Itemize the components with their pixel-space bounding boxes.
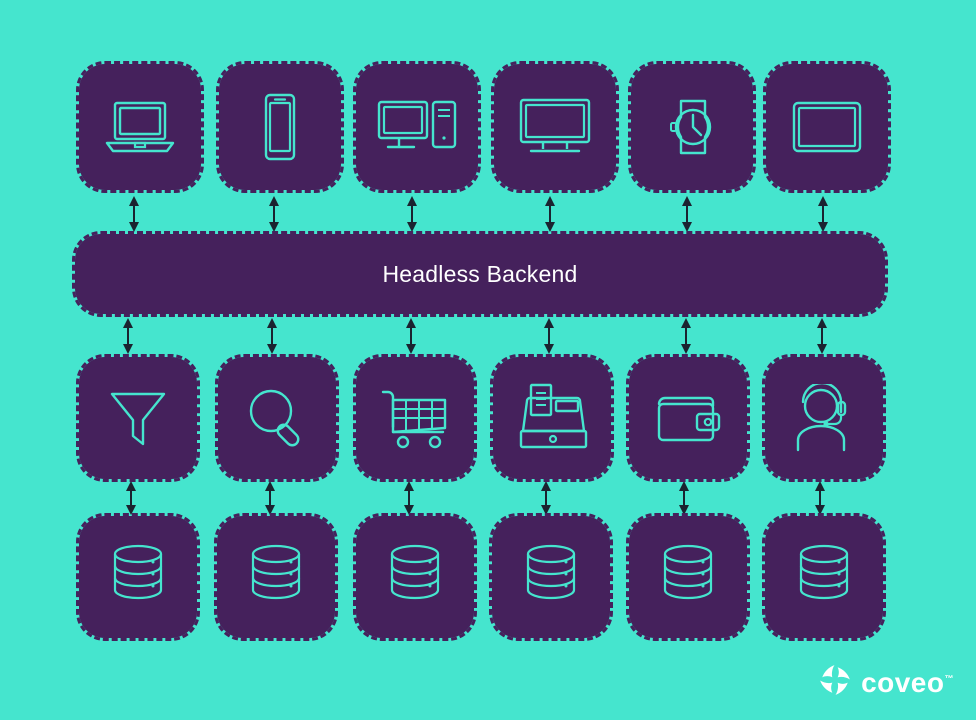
coveo-logo-mark (818, 663, 852, 702)
funnel-filter-icon (107, 386, 169, 450)
coveo-logo-text: coveo™ (861, 666, 954, 698)
arrow-backend-to-services (263, 318, 281, 354)
card-desktop-pc[interactable] (353, 61, 481, 193)
headless-backend-bar[interactable]: Headless Backend (72, 231, 888, 317)
card-database[interactable] (489, 513, 613, 641)
card-television[interactable] (491, 61, 619, 193)
arrow-services-to-data (811, 481, 829, 515)
coveo-logo: coveo™ (818, 663, 954, 702)
card-database[interactable] (214, 513, 338, 641)
arrow-backend-to-services (540, 318, 558, 354)
card-support-agent[interactable] (762, 354, 886, 482)
database-icon (109, 542, 167, 612)
card-tablet[interactable] (763, 61, 891, 193)
arrow-services-to-data (400, 481, 418, 515)
database-icon (659, 542, 717, 612)
card-smartphone[interactable] (216, 61, 344, 193)
arrow-services-to-data (261, 481, 279, 515)
magnifier-icon (244, 385, 310, 451)
arrow-backend-to-services (813, 318, 831, 354)
arrow-services-to-data (122, 481, 140, 515)
coveo-wordmark: coveo (861, 666, 945, 698)
card-database[interactable] (762, 513, 886, 641)
arrow-backend-to-services (119, 318, 137, 354)
card-funnel-filter[interactable] (76, 354, 200, 482)
arrow-channels-to-backend (265, 196, 283, 232)
arrow-channels-to-backend (125, 196, 143, 232)
database-icon (795, 542, 853, 612)
card-wallet[interactable] (626, 354, 750, 482)
desktop-pc-icon (375, 96, 459, 158)
tablet-icon (790, 99, 864, 155)
card-database[interactable] (626, 513, 750, 641)
laptop-icon (101, 95, 179, 159)
card-laptop[interactable] (76, 61, 204, 193)
arrow-channels-to-backend (678, 196, 696, 232)
card-smartwatch[interactable] (628, 61, 756, 193)
arrow-channels-to-backend (814, 196, 832, 232)
cash-register-icon (511, 383, 593, 453)
smartwatch-icon (661, 91, 723, 163)
support-agent-icon (788, 384, 860, 452)
arrow-services-to-data (537, 481, 555, 515)
database-icon (522, 542, 580, 612)
wallet-icon (653, 390, 723, 446)
database-icon (386, 542, 444, 612)
television-icon (515, 96, 595, 158)
shopping-cart-icon (379, 386, 451, 450)
headless-backend-label: Headless Backend (382, 260, 578, 287)
arrow-services-to-data (675, 481, 693, 515)
card-database[interactable] (353, 513, 477, 641)
card-shopping-cart[interactable] (353, 354, 477, 482)
arrow-backend-to-services (677, 318, 695, 354)
card-cash-register[interactable] (490, 354, 614, 482)
arrow-backend-to-services (402, 318, 420, 354)
smartphone-icon (257, 91, 303, 163)
arrow-channels-to-backend (403, 196, 421, 232)
trademark-symbol: ™ (944, 673, 954, 684)
database-icon (247, 542, 305, 612)
card-magnifier[interactable] (215, 354, 339, 482)
card-database[interactable] (76, 513, 200, 641)
arrow-channels-to-backend (541, 196, 559, 232)
